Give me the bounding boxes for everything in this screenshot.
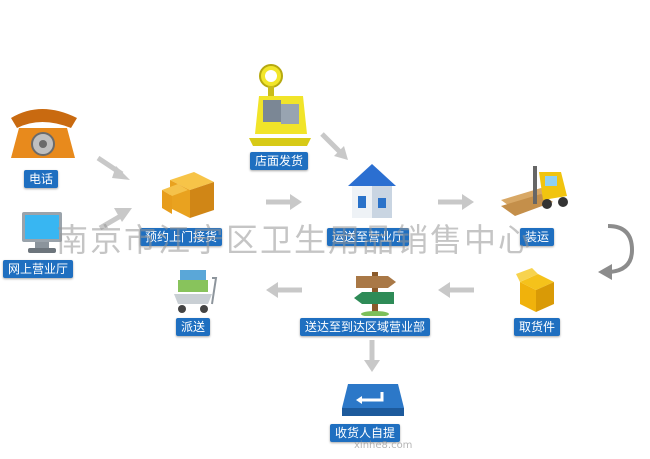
arrow-parts-to-area: [438, 282, 474, 298]
watermark-subtext: xinhe8.com: [354, 440, 413, 451]
node-label-deliver-to-area: 送达至到达区域营业部: [300, 318, 431, 336]
telephone-icon: [11, 109, 77, 158]
node-label-pickup-appointment: 预约上门接货: [140, 228, 223, 246]
weighing-scale-icon: [249, 64, 311, 146]
house-icon: [348, 164, 396, 218]
arrow-loading-to-pickup-parts: [598, 224, 634, 280]
arrow-area-to-dispatch: [266, 282, 302, 298]
signpost-icon: [354, 272, 396, 316]
node-label-phone: 电话: [24, 170, 59, 188]
cardboard-boxes-icon: [162, 172, 214, 218]
node-label-online-hall: 网上营业厅: [3, 260, 74, 278]
open-box-icon: [516, 268, 554, 312]
arrow-area-to-selfpickup: [364, 340, 380, 372]
inbox-tray-icon: [342, 384, 404, 416]
arrow-store-to-transport: [320, 132, 348, 160]
node-label-transport-hall: 运送至营业厅: [327, 228, 410, 246]
arrow-online-to-pickup: [98, 208, 132, 230]
computer-monitor-icon: [22, 212, 62, 253]
node-label-self-pickup: 收货人自提: [330, 424, 401, 442]
forklift-icon: [501, 166, 568, 216]
node-label-store-shipping: 店面发货: [250, 152, 309, 170]
watermark-text: 南京市江宁区卫生用品销售中心: [56, 221, 533, 259]
delivery-cart-icon: [174, 270, 218, 313]
arrow-transport-to-loading: [438, 194, 474, 210]
arrow-pickup-to-transport: [266, 194, 302, 210]
arrow-phone-to-pickup: [96, 156, 130, 180]
node-label-pickup-parts: 取货件: [514, 318, 561, 336]
node-label-loading: 装运: [520, 228, 555, 246]
node-label-dispatch: 派送: [176, 318, 211, 336]
